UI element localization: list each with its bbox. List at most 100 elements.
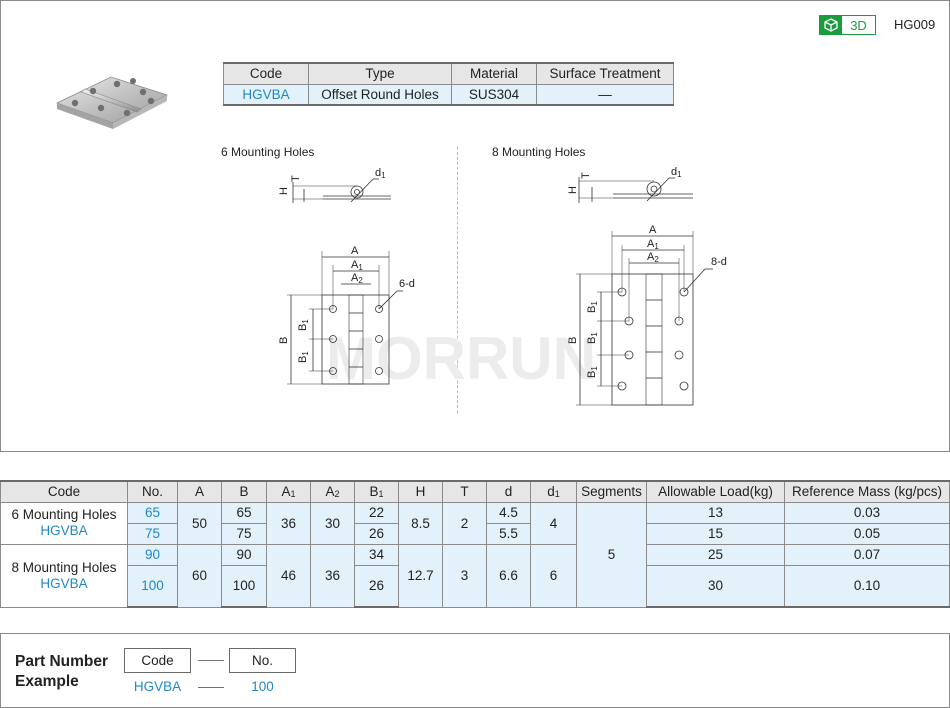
pn-separator (198, 660, 224, 661)
mass-cell: 0.03 (784, 501, 950, 524)
right-d1-label: d1 (671, 166, 682, 179)
load-cell: 15 (646, 522, 785, 545)
part-number-title-line2: Example (15, 673, 79, 690)
col-load: Allowable Load(kg) (646, 480, 785, 503)
watermark-text: MORRUN (326, 325, 596, 392)
a-cell: 50 (177, 501, 222, 545)
a2-cell: 36 (310, 543, 355, 608)
spec-header-code: Code (223, 62, 309, 85)
no-cell[interactable]: 90 (127, 543, 178, 566)
group1-code-line2[interactable]: HGVBA (40, 523, 88, 538)
hinge-product-image (55, 76, 169, 129)
col-b1: B1 (354, 480, 399, 503)
spec-header-type: Type (308, 62, 452, 85)
load-cell: 25 (646, 543, 785, 566)
pn-code-value: HGVBA (133, 679, 182, 694)
spec-material: SUS304 (451, 83, 537, 106)
left-t-label: T (290, 175, 302, 182)
col-t: T (442, 480, 487, 503)
drawing-divider (457, 147, 458, 413)
b-cell: 65 (221, 501, 267, 524)
group1-code-line1: 6 Mounting Holes (11, 507, 117, 522)
right-a-label: A (649, 224, 657, 236)
load-cell: 13 (646, 501, 785, 524)
group2-code-cell: 8 Mounting Holes HGVBA (0, 543, 128, 608)
col-a2: A2 (310, 480, 355, 503)
left-b1-label-bottom: B1 (297, 351, 310, 363)
load-cell: 30 (646, 564, 785, 608)
b-cell: 75 (221, 522, 267, 545)
spec-code-link[interactable]: HGVBA (223, 83, 309, 106)
table-row: 6 Mounting Holes HGVBA 65 50 65 36 30 22… (0, 501, 950, 608)
b-cell: 100 (221, 564, 267, 608)
col-b: B (221, 480, 267, 503)
right-h-label: H (567, 186, 579, 194)
group2-code-line2[interactable]: HGVBA (40, 575, 88, 591)
t-cell: 2 (442, 501, 487, 545)
b1-cell: 26 (354, 564, 399, 608)
left-a-label: A (351, 245, 359, 257)
spec-header-surface: Surface Treatment (536, 62, 674, 85)
d-cell: 6.6 (486, 543, 531, 608)
right-b-label: B (567, 337, 579, 344)
no-cell[interactable]: 75 (127, 522, 178, 545)
group1-code-cell: 6 Mounting Holes HGVBA (0, 501, 128, 545)
3d-model-button[interactable]: 3D (819, 15, 876, 35)
pn-code-box: Code (124, 648, 191, 673)
h-cell: 12.7 (398, 543, 443, 608)
spec-table: Code Type Material Surface Treatment HGV… (223, 62, 674, 106)
mass-cell: 0.07 (784, 543, 950, 566)
col-d1: d1 (530, 480, 577, 503)
left-h-label: H (278, 187, 290, 195)
pn-value-separator (198, 687, 224, 688)
right-side-view (578, 177, 693, 203)
b1-cell: 26 (354, 522, 399, 545)
right-b1-label-mid: B1 (586, 332, 599, 344)
pn-no-value: 100 (251, 679, 274, 694)
drawing-title-8-holes: 8 Mounting Holes (492, 145, 586, 159)
model-code: HG009 (894, 17, 936, 32)
left-holes-label: 6-d (399, 278, 415, 290)
a-cell: 60 (177, 543, 222, 608)
mass-cell: 0.05 (784, 522, 950, 545)
table-row: 100 100 26 30 0.10 (1, 564, 950, 608)
col-a: A (177, 480, 222, 503)
right-a2-label: A2 (647, 251, 659, 264)
col-d: d (486, 480, 531, 503)
b1-cell: 34 (354, 543, 399, 566)
spec-header-material: Material (451, 62, 537, 85)
no-cell[interactable]: 100 (127, 564, 178, 608)
left-side-view (292, 178, 391, 203)
left-a2-label: A2 (351, 272, 363, 285)
right-b1-label-bottom: B1 (586, 366, 599, 378)
part-number-title-line1: Part Number (15, 653, 109, 670)
col-a1: A1 (266, 480, 311, 503)
segments-cell: 5 (576, 501, 647, 608)
left-b1-label-top: B1 (297, 319, 310, 331)
drawing-title-6-holes: 6 Mounting Holes (221, 145, 315, 159)
mass-cell: 0.10 (784, 564, 950, 608)
no-cell[interactable]: 65 (127, 501, 178, 524)
right-b1-label-top: B1 (586, 301, 599, 313)
left-front-view (287, 251, 403, 385)
table-row: 75 75 26 5.5 15 0.05 (1, 522, 950, 545)
a2-cell: 30 (310, 501, 355, 545)
col-mass: Reference Mass (kg/pcs) (784, 480, 950, 503)
d-cell: 4.5 (486, 501, 531, 524)
spec-surface: — (536, 83, 674, 106)
dimension-table: Code No. A B A1 A2 B1 H T d d1 Segments … (0, 480, 950, 608)
table-row: 8 Mounting Holes HGVBA 90 60 90 46 36 34… (0, 543, 950, 608)
d1-cell: 6 (530, 543, 577, 608)
col-segments: Segments (576, 480, 647, 503)
part-number-title: Part Number Example (15, 652, 108, 692)
right-front-view (576, 231, 713, 406)
right-a1-label: A1 (647, 238, 659, 251)
cube-icon (820, 16, 842, 34)
t-cell: 3 (442, 543, 487, 608)
pn-no-box: No. (229, 648, 296, 673)
d-cell: 5.5 (486, 522, 531, 545)
left-b-label: B (278, 337, 290, 344)
b1-cell: 22 (354, 501, 399, 524)
right-t-label: T (580, 172, 592, 179)
spec-type: Offset Round Holes (308, 83, 452, 106)
